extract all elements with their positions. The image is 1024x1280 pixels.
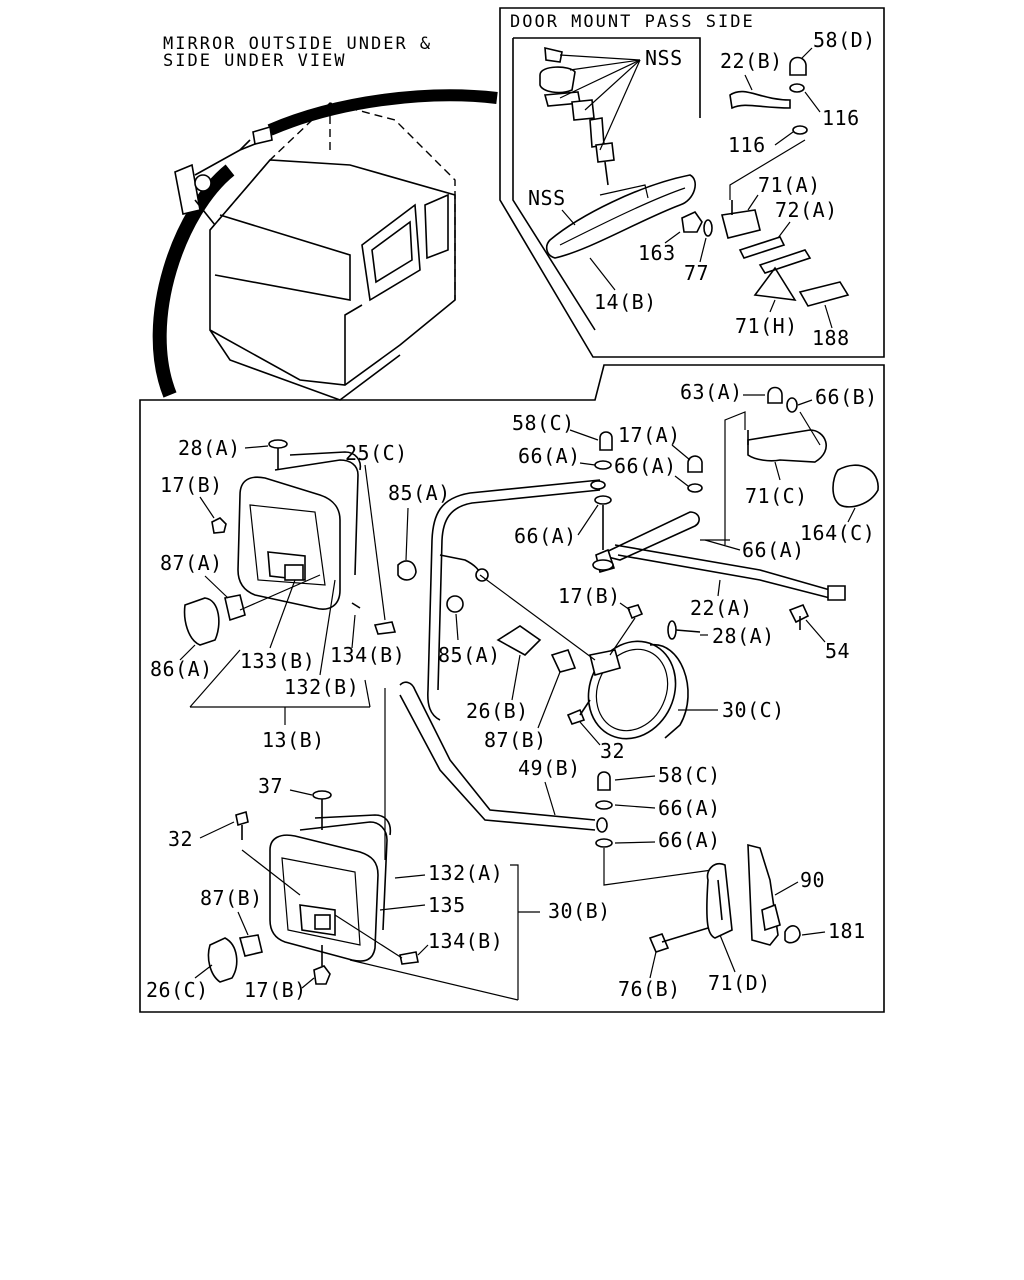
label-58c-top: 58(C) — [512, 411, 575, 435]
label-87b-2: 87(B) — [200, 886, 263, 910]
label-71a: 71(A) — [758, 173, 821, 197]
label-132a: 132(A) — [428, 861, 503, 885]
label-13b: 13(B) — [262, 728, 325, 752]
label-87a: 87(A) — [160, 551, 223, 575]
label-134b-1: 134(B) — [330, 643, 405, 667]
cab-overview — [152, 89, 498, 401]
label-25c: 25(C) — [345, 441, 408, 465]
label-17b-2: 17(B) — [558, 584, 621, 608]
label-132b: 132(B) — [284, 675, 359, 699]
label-163: 163 — [638, 241, 676, 265]
label-66a-4: 66(A) — [742, 538, 805, 562]
label-90: 90 — [800, 868, 825, 892]
label-66a-5: 66(A) — [658, 796, 721, 820]
label-14b: 14(B) — [594, 290, 657, 314]
label-26c: 26(C) — [146, 978, 209, 1002]
label-66b: 66(B) — [815, 385, 878, 409]
inset-title: DOOR MOUNT PASS SIDE — [510, 12, 755, 32]
label-77: 77 — [684, 261, 709, 285]
label-66a-6: 66(A) — [658, 828, 721, 852]
label-17b-1: 17(B) — [160, 473, 223, 497]
label-134b-2: 134(B) — [428, 929, 503, 953]
label-72a: 72(A) — [775, 198, 838, 222]
label-85a-2: 85(A) — [438, 643, 501, 667]
main-title-line1: MIRROR OUTSIDE UNDER & — [163, 34, 432, 54]
label-17a: 17(A) — [618, 423, 681, 447]
label-71h: 71(H) — [735, 314, 798, 338]
label-63a: 63(A) — [680, 380, 743, 404]
label-32-2: 32 — [168, 827, 193, 851]
label-nss-mid: NSS — [528, 186, 566, 210]
main-assembly: 28(A) 25(C) 17(B) 87(A) 86(A) 134(B) 133… — [139, 364, 885, 1013]
label-58c-bot: 58(C) — [658, 763, 721, 787]
label-116-a: 116 — [822, 106, 860, 130]
label-22a: 22(A) — [690, 596, 753, 620]
label-54: 54 — [825, 639, 850, 663]
label-85a-1: 85(A) — [388, 481, 451, 505]
label-32-1: 32 — [600, 739, 625, 763]
main-title-line2: SIDE UNDER VIEW — [163, 51, 347, 71]
label-71c: 71(C) — [745, 484, 808, 508]
label-87b-1: 87(B) — [484, 728, 547, 752]
label-nss-top: NSS — [645, 46, 683, 70]
label-66a-3: 66(A) — [514, 524, 577, 548]
label-116-b: 116 — [728, 133, 766, 157]
label-28a-mid: 28(A) — [712, 624, 775, 648]
label-188: 188 — [812, 326, 850, 350]
label-164c: 164(C) — [800, 521, 875, 545]
label-26b: 26(B) — [466, 699, 529, 723]
label-17b-3: 17(B) — [244, 978, 307, 1002]
label-76b: 76(B) — [618, 977, 681, 1001]
label-135: 135 — [428, 893, 466, 917]
label-37: 37 — [258, 774, 283, 798]
label-133b: 133(B) — [240, 649, 315, 673]
label-49b: 49(B) — [518, 756, 581, 780]
label-58d: 58(D) — [813, 28, 876, 52]
label-181: 181 — [828, 919, 866, 943]
label-28a-top: 28(A) — [178, 436, 241, 460]
label-66a-1: 66(A) — [518, 444, 581, 468]
label-30c: 30(C) — [722, 698, 785, 722]
label-71d: 71(D) — [708, 971, 771, 995]
label-86a: 86(A) — [150, 657, 213, 681]
inset-door-mount: DOOR MOUNT PASS SIDE NSS NSS 14(B) 22(B)… — [499, 7, 885, 358]
label-22b: 22(B) — [720, 49, 783, 73]
label-66a-2: 66(A) — [614, 454, 677, 478]
label-30b: 30(B) — [548, 899, 611, 923]
